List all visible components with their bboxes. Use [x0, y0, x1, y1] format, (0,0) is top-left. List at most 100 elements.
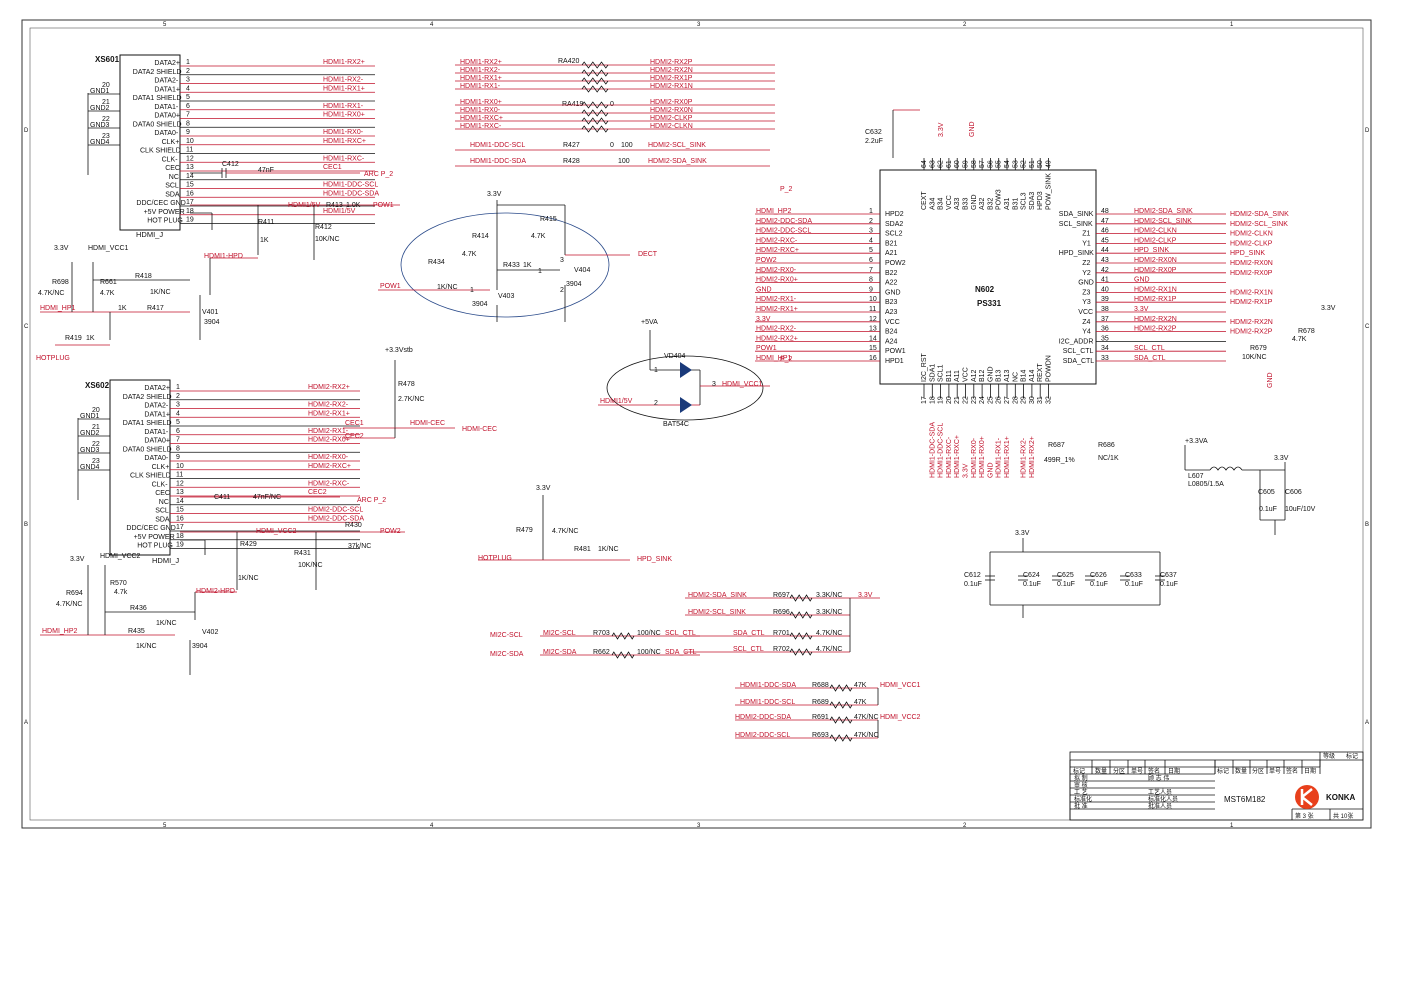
n602-left-num-7: 7: [869, 267, 873, 274]
n602-right-pin-12: Z4: [1082, 319, 1090, 326]
xs601-pins-pin-name-5: DATA1 SHIELD: [133, 95, 182, 102]
xs602-pins-pin-name-4: DATA1+: [144, 411, 170, 418]
xs601-pins-net-18: HDMI1/5V: [323, 208, 356, 215]
n602-right-num-16: 33: [1101, 355, 1109, 362]
r694-val: 4.7K/NC: [56, 601, 82, 608]
xs602-pins-pin-name-15: SCL: [155, 508, 169, 515]
ddc-left-3: HDMI2-DDC-SDA: [735, 714, 791, 721]
n602-right-net-6: HDMI2-RX0N: [1134, 257, 1177, 264]
n602-bottom-pin-13: B14: [1021, 369, 1028, 382]
xs602-pins-pin-num-2: 2: [176, 393, 180, 400]
xs601-pins-pin-num-13: 13: [186, 164, 194, 171]
r431-ref: R431: [294, 550, 311, 557]
c605-ref: C605: [1258, 489, 1275, 496]
mi2c-in-1: MI2C-SCL: [490, 632, 523, 639]
xs602-pins-gnd-2: GND2: [80, 430, 100, 437]
n602-right-num-2: 47: [1101, 218, 1109, 225]
n602-p2a: P_2: [780, 186, 793, 193]
diode-a-icon: [680, 362, 692, 378]
vcc1-label: HDMI_VCC1: [88, 245, 129, 252]
r430-val: 37k/NC: [348, 543, 371, 550]
xs601-pins-pin-num-9: 9: [186, 129, 190, 136]
n602-right-num-11: 38: [1101, 306, 1109, 313]
n602-bottom-num-7: 23: [971, 396, 978, 404]
r678-v33: 3.3V: [1321, 305, 1336, 312]
ra419-ref: RA419: [562, 101, 584, 108]
ra-resistor-8: [581, 125, 609, 133]
r435-val: 1K/NC: [136, 643, 157, 650]
r427-zero: 0: [610, 142, 614, 149]
ddc-left-1: HDMI1-DDC-SDA: [740, 682, 796, 689]
n602-left-pin-14: A24: [885, 338, 898, 345]
n602-bottom-net-7: HDMI1-RX0-: [971, 437, 978, 478]
v403-ref: V403: [498, 293, 514, 300]
xs602-pins-pin-name-9: DATA0-: [144, 455, 169, 462]
dect-v33: 3.3V: [487, 191, 502, 198]
mi2c-out-1: SCL_CTL: [665, 630, 696, 637]
xs602-pins-pin-num-15: 15: [176, 507, 184, 514]
n602-bottom-num-2: 18: [929, 396, 936, 404]
n602-right-pin-10: Y3: [1082, 299, 1091, 306]
ddc-resistor-1: [829, 684, 853, 692]
r411-val: 1K: [260, 237, 269, 244]
xs602-pins-gnd-num-1: 20: [92, 407, 100, 414]
xs602-ref: XS602: [85, 381, 110, 390]
frame-col-bottom-3: 3: [697, 823, 701, 829]
frame-row-right-B: B: [1365, 522, 1369, 528]
n602-right-net-11: 3.3V: [1134, 306, 1149, 313]
xs602-pins-pin-num-14: 14: [176, 498, 184, 505]
n602-left-pin-10: B23: [885, 299, 898, 306]
r687-ref: R687: [1048, 442, 1065, 449]
xs602-name: HDMI_J: [152, 556, 179, 565]
n602-right-pin-3: Z1: [1082, 231, 1090, 238]
xs601-pins-pin-num-15: 15: [186, 182, 194, 189]
r417-val: 1K: [118, 305, 127, 312]
ra-right-8: HDMI2-CLKN: [650, 123, 693, 130]
n602-right-pin-9: Z3: [1082, 289, 1090, 296]
xs601-pins-gnd-num-4: 23: [102, 133, 110, 140]
xs602-pins-pin-num-11: 11: [176, 472, 183, 479]
xs602-pins-pin-name-13: CEC: [155, 490, 170, 497]
v404-pin3: 3: [560, 257, 564, 264]
xs602-pins-pin-name-17: DDC/CEC GND: [126, 525, 175, 532]
xs601-pins-gnd-2: GND2: [90, 105, 110, 112]
ddc-out-1: HDMI_VCC1: [880, 682, 921, 689]
n602-top-num-15: 50: [1037, 160, 1044, 168]
r414-val: 4.7K: [462, 251, 477, 258]
n602-bottom-num-13: 29: [1021, 396, 1028, 404]
n602-left-num-4: 4: [869, 237, 873, 244]
diode-out: HDMI_VCC1: [722, 381, 763, 388]
n602-bottom-num-4: 20: [946, 396, 953, 404]
r412-ref: R412: [315, 224, 332, 231]
i2c-row-ref-3: R701: [773, 630, 790, 637]
n602-right-net-15: SCL_CTL: [1134, 345, 1165, 352]
n602-bottom-pin-14: A14: [1029, 369, 1036, 382]
ra-resistor-7: [581, 117, 609, 125]
title-block-grid: 标记数量分区单号签名日期标记数量分区单号签名日期拟 制顾 志 伟审 核工 艺工艺…: [1069, 752, 1363, 820]
n602-bottom-num-8: 24: [979, 396, 986, 404]
n602-part: PS331: [977, 299, 1002, 308]
n602-right-out-2: HDMI2-SCL_SINK: [1230, 221, 1288, 228]
xs602-pins-pin-num-17: 17: [176, 524, 184, 531]
n602-top-num-13: 52: [1021, 160, 1028, 168]
xs601-pins-pin-name-18: +5V POWER: [144, 209, 185, 216]
tb-col-a-6: 日期: [1168, 767, 1180, 775]
v402-val: 3904: [192, 643, 208, 650]
v401-val: 3904: [204, 319, 220, 326]
n602-bottom-num-5: 21: [954, 396, 961, 404]
n602-left-num-6: 6: [869, 257, 873, 264]
n602-right-out-5: HPD_SINK: [1230, 250, 1265, 257]
frame-col-top-3: 3: [697, 22, 701, 28]
ra-resistor-3: [581, 77, 609, 85]
diode-highlight-ellipse: [606, 355, 764, 421]
n602-top-num-6: 59: [963, 160, 970, 168]
xs601-pins-net-13: CEC1: [323, 164, 342, 171]
n602-left-net-7: HDMI2-RX0-: [756, 267, 797, 274]
hdmicec2-label: HDMI-CEC: [462, 426, 497, 433]
frame-row-right-D: D: [1365, 128, 1370, 134]
vcc2b-label: HDMI_VCC2: [100, 553, 141, 560]
r427-val: 100: [621, 142, 633, 149]
xs602-pins-pin-num-9: 9: [176, 454, 180, 461]
xs601-pins-pin-name-19: HOT PLUG: [147, 218, 183, 225]
i2c-row-ref-1: R697: [773, 592, 790, 599]
